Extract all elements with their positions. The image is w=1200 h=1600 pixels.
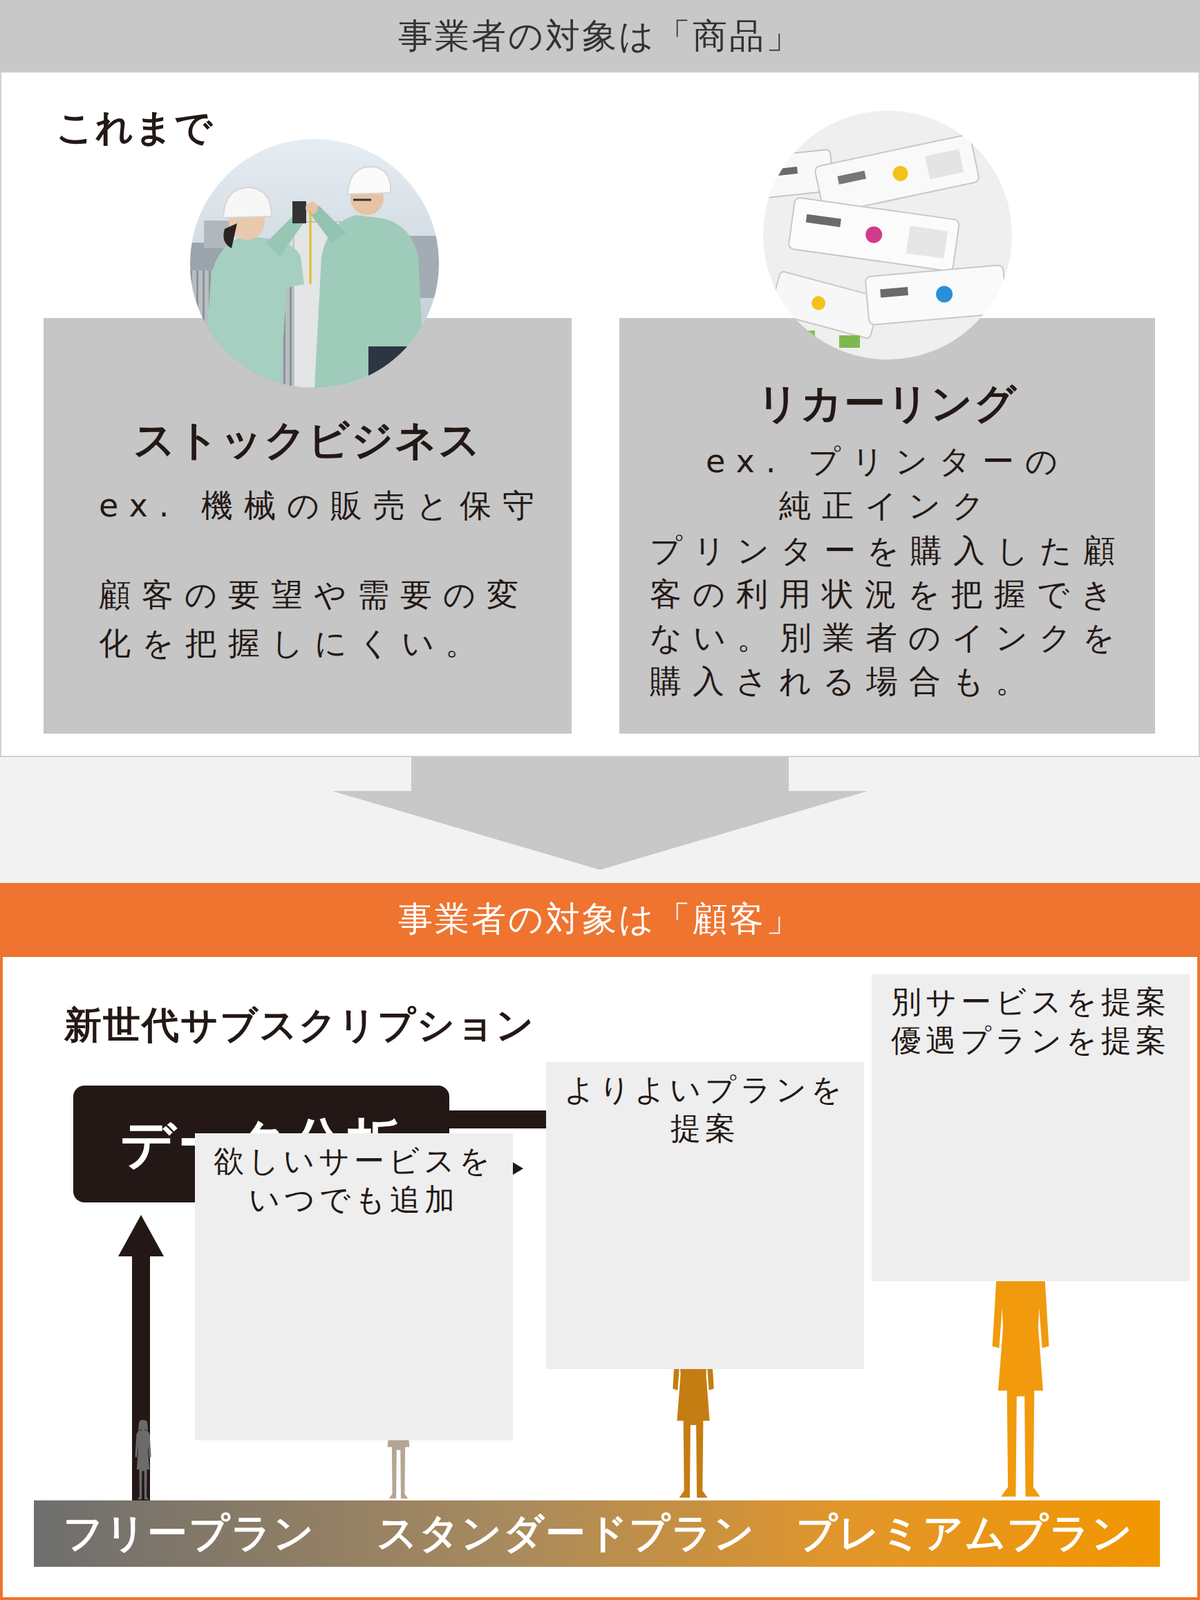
note-box: 欲しいサービスを いつでも追加 bbox=[194, 1132, 513, 1440]
info-box: ストックビジネス ex. 機械の販売と保守顧客の要望や需要の変化を把握しにくい。 bbox=[43, 317, 572, 734]
ink-cartridge-photo-part bbox=[805, 214, 842, 228]
ink-cartridge-photo-part bbox=[879, 286, 909, 298]
body-text: 顧客の要望や需要の変化を把握しにくい。 bbox=[98, 570, 549, 668]
ink-cartridge-photo-part bbox=[864, 264, 1007, 325]
worker-photo-part bbox=[203, 235, 305, 388]
section-panel: 新世代サブスクリプションデータ分析欲しいサービスを いつでも追加よりよいプランを… bbox=[0, 953, 1200, 1600]
transition-band bbox=[0, 756, 1200, 883]
ink-cartridge-photo-part bbox=[839, 335, 860, 348]
header-text: 事業者の対象は「商品」 bbox=[398, 15, 803, 57]
worker-photo-part bbox=[223, 187, 272, 218]
header-band: 事業者の対象は「商品」 bbox=[0, 0, 1200, 72]
note-text: よりよいプランを 提案 bbox=[559, 1070, 851, 1361]
ink-cartridge-photo-part bbox=[924, 149, 964, 180]
ink-cartridge-photo-part bbox=[864, 225, 884, 245]
box-title: ストックビジネス bbox=[43, 414, 572, 465]
header-text: 事業者の対象は「顧客」 bbox=[398, 897, 803, 940]
person-silhouette bbox=[134, 1419, 151, 1500]
ink-cartridge-photo-part bbox=[769, 270, 881, 340]
worker-photo bbox=[190, 138, 439, 388]
ink-cartridge-photo-part bbox=[891, 164, 909, 183]
note-text: 別サービスを提案 優遇プランを提案 bbox=[885, 982, 1176, 1273]
worker-photo-part bbox=[368, 346, 417, 388]
ink-cartridge-photo-part bbox=[906, 226, 948, 259]
header-band: 事業者の対象は「顧客」 bbox=[0, 882, 1200, 954]
ink-cartridge-photo-part bbox=[935, 285, 954, 304]
worker-photo-part bbox=[347, 166, 391, 195]
example-text: ex. プリンターの 純正インク bbox=[674, 438, 1100, 528]
plan-name: フリープラン bbox=[33, 1508, 344, 1558]
worker-photo-part bbox=[292, 201, 307, 224]
ink-cartridge-photo-part bbox=[837, 170, 867, 185]
worker-photo-part bbox=[190, 138, 439, 388]
ink-cartridge-photo-part bbox=[864, 264, 1007, 325]
section-panel: これまで ストックビジネス ex. 機械の販売と保守顧客の要望や需要の変化を把握し… bbox=[0, 71, 1200, 757]
plan-name: プレミアムプラン bbox=[788, 1508, 1142, 1558]
ink-cartridge-photo-part bbox=[810, 294, 827, 312]
ink-cartridge-photo-part bbox=[814, 134, 981, 215]
ink-cartridge-photo-part bbox=[776, 166, 798, 176]
transition-arrow bbox=[332, 756, 869, 870]
worker-photo-part bbox=[223, 223, 238, 249]
worker-photo-part bbox=[190, 138, 439, 388]
note-box: 別サービスを提案 優遇プランを提案 bbox=[871, 973, 1190, 1281]
ink-cartridge-photo-part bbox=[783, 330, 815, 346]
note-box: よりよいプランを 提案 bbox=[546, 1061, 865, 1369]
ink-cartridge-photo-part bbox=[788, 197, 960, 272]
ink-cartridge-photo-part bbox=[763, 110, 1012, 360]
section-heading: これまで bbox=[55, 104, 1200, 152]
ink-cartridge-photo bbox=[763, 110, 1012, 360]
example-text: ex. 機械の販売と保守 bbox=[98, 483, 572, 528]
worker-photo-part bbox=[309, 210, 312, 285]
info-box: リカーリング ex. プリンターの 純正インクプリンターを購入した顧客の利用状況を… bbox=[619, 317, 1156, 734]
worker-photo-part bbox=[353, 199, 372, 202]
note-text: 欲しいサービスを いつでも追加 bbox=[208, 1141, 500, 1432]
ink-cartridge-photo-part bbox=[763, 110, 1012, 360]
body-text: プリンターを購入した顧客の利用状況を把握できない。別業者のインクを購入される場合… bbox=[649, 528, 1141, 703]
plan-bar: フリープランスタンダードプランプレミアムプラン bbox=[33, 1500, 1160, 1567]
flow-arrow bbox=[118, 1214, 164, 1500]
ink-cartridge-photo-part bbox=[814, 134, 981, 215]
box-title: リカーリング bbox=[619, 378, 1156, 428]
plan-name: スタンダードプラン bbox=[343, 1508, 789, 1558]
worker-photo-part bbox=[305, 201, 318, 215]
ink-cartridge-photo-part bbox=[769, 270, 881, 340]
ink-cartridge-photo-part bbox=[788, 197, 960, 272]
